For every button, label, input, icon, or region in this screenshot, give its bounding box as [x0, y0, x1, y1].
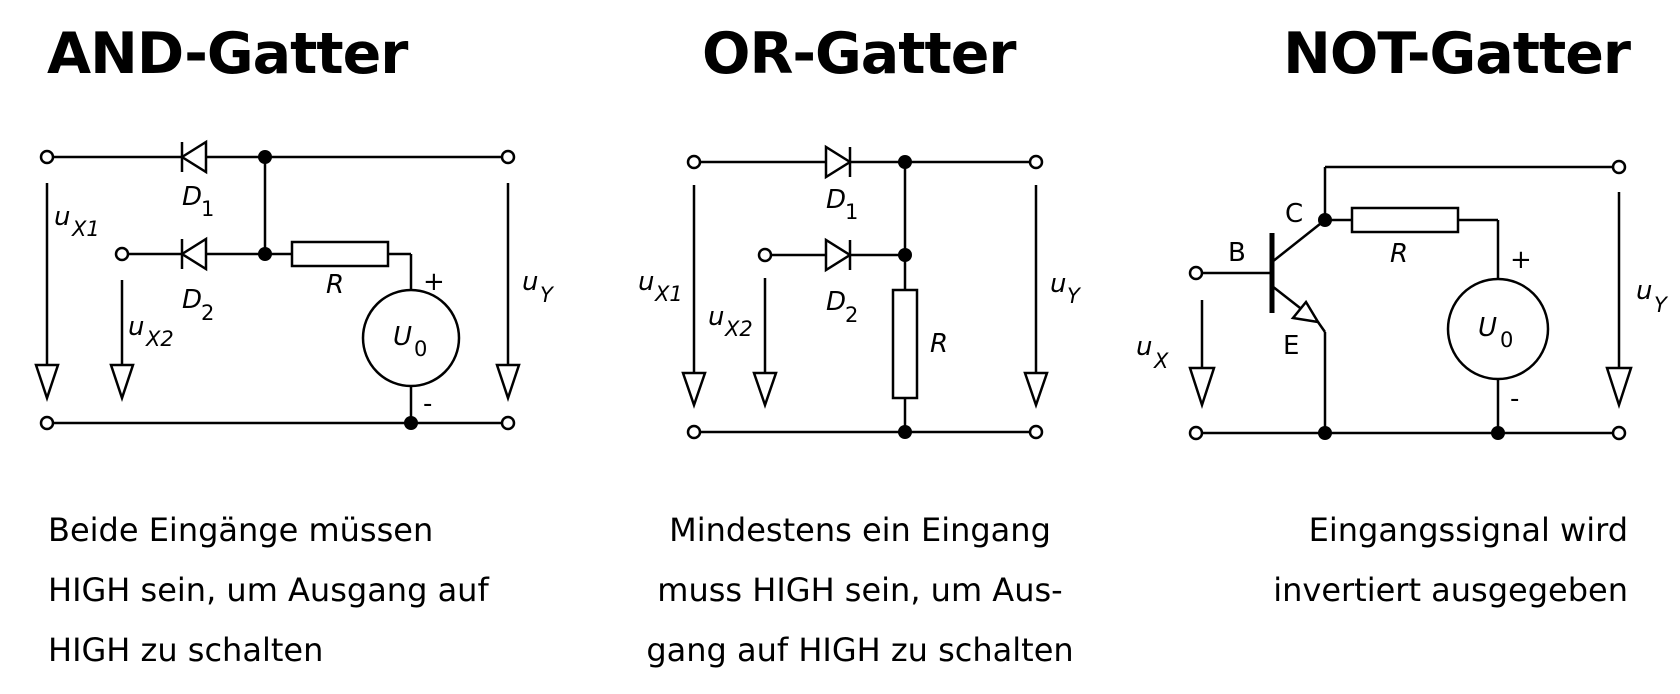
not-terminal-gnd-left — [1188, 425, 1204, 441]
not-gate-description: Eingangssignal wird invertiert ausgegebe… — [1273, 511, 1628, 609]
and-arrow-ux2 — [109, 280, 135, 402]
and-label-d2: D — [182, 285, 202, 315]
or-label-uy: u — [1050, 269, 1066, 299]
and-label-ux1-sub: X1 — [71, 217, 100, 241]
or-label-d2-sub: 2 — [845, 303, 858, 327]
or-label-d1: D — [826, 185, 846, 215]
and-label-d1-sub: 1 — [201, 197, 214, 221]
or-gate-title: OR-Gatter — [702, 21, 1017, 87]
not-label-uy: u — [1636, 276, 1652, 306]
and-label-uy-sub: Y — [540, 283, 555, 307]
and-label-ux2: u — [128, 312, 144, 342]
not-label-u0: U — [1478, 313, 1497, 343]
and-label-u0-sub: 0 — [414, 337, 427, 361]
and-gate-description: Beide Eingänge müssen HIGH sein, um Ausg… — [48, 511, 489, 669]
not-terminal-gnd-right — [1611, 425, 1627, 441]
not-label-u0-sub: 0 — [1500, 328, 1513, 352]
and-diode-d2 — [179, 236, 208, 272]
or-diode-d2 — [824, 237, 853, 273]
and-arrow-uy — [495, 183, 521, 402]
or-label-ux2: u — [708, 302, 724, 332]
or-terminal-x2 — [757, 247, 773, 263]
or-label-ux1-sub: X1 — [654, 282, 683, 306]
or-junction-top — [898, 155, 912, 169]
not-label-r: R — [1390, 239, 1408, 269]
not-terminal-y — [1611, 159, 1627, 175]
and-diode-d1 — [179, 139, 208, 175]
not-label-e: E — [1283, 331, 1299, 361]
or-label-ux2-sub: X2 — [724, 317, 753, 341]
or-terminal-x1 — [686, 154, 702, 170]
and-junction-mid — [258, 247, 272, 261]
not-label-ux: u — [1136, 332, 1152, 362]
and-junction-top — [258, 150, 272, 164]
or-label-uy-sub: Y — [1067, 284, 1082, 308]
and-label-u0: U — [393, 322, 412, 352]
or-terminal-gnd-right — [1028, 424, 1044, 440]
and-label-d2-sub: 2 — [201, 301, 214, 325]
and-terminal-y — [500, 149, 516, 165]
not-terminal-x — [1188, 265, 1204, 281]
or-junction-mid — [898, 248, 912, 262]
and-label-d1: D — [182, 182, 202, 212]
and-terminal-x1 — [39, 149, 55, 165]
or-terminal-y — [1028, 154, 1044, 170]
or-arrow-ux2 — [752, 278, 778, 409]
and-arrow-ux1 — [34, 183, 60, 402]
not-label-uy-sub: Y — [1654, 293, 1669, 317]
or-junction-bottom — [898, 425, 912, 439]
and-gate-title: AND-Gatter — [47, 21, 408, 87]
not-label-plus: + — [1510, 245, 1532, 275]
not-gate-circuit: B C E u X u Y R U 0 + - — [1136, 159, 1669, 441]
and-label-uy: u — [522, 267, 538, 297]
and-label-minus: - — [423, 389, 432, 419]
not-label-minus: - — [1510, 384, 1519, 414]
and-terminal-gnd-right — [500, 415, 516, 431]
and-label-ux1: u — [54, 202, 70, 232]
not-label-ux-sub: X — [1153, 349, 1169, 373]
and-label-plus: + — [423, 267, 445, 297]
or-diode-d1 — [824, 144, 853, 180]
not-collector-lead — [1271, 219, 1326, 263]
or-resistor — [891, 288, 919, 400]
or-label-d1-sub: 1 — [845, 200, 858, 224]
or-gate-circuit: u X1 u X2 u Y D 1 D 2 R — [638, 144, 1082, 440]
or-label-d2: D — [826, 287, 846, 317]
and-gate-circuit: u X1 u X2 u Y D 1 D 2 R U 0 + - — [34, 139, 555, 431]
not-resistor — [1350, 206, 1460, 234]
not-arrow-uy — [1605, 192, 1633, 410]
not-voltage-source — [1446, 277, 1550, 381]
or-arrow-uy — [1023, 185, 1049, 409]
and-junction-bottom — [404, 416, 418, 430]
or-label-r: R — [930, 329, 948, 359]
and-terminal-gnd-left — [39, 415, 55, 431]
or-label-ux1: u — [638, 267, 654, 297]
not-arrow-ux — [1188, 300, 1216, 410]
and-label-r: R — [326, 270, 344, 300]
or-gate-description: Mindestens ein Eingang muss HIGH sein, u… — [646, 511, 1074, 669]
and-terminal-x2 — [114, 246, 130, 262]
or-arrow-ux1 — [681, 185, 707, 409]
not-emitter-arrow-icon — [1290, 299, 1321, 324]
and-resistor — [290, 240, 390, 268]
not-junction-source — [1491, 426, 1505, 440]
not-junction-emitter — [1318, 426, 1332, 440]
not-transistor — [1202, 219, 1327, 433]
and-label-ux2-sub: X2 — [145, 327, 174, 351]
not-label-c: C — [1285, 199, 1303, 229]
or-terminal-gnd-left — [686, 424, 702, 440]
not-gate-title: NOT-Gatter — [1283, 21, 1631, 87]
not-label-b: B — [1228, 238, 1246, 268]
